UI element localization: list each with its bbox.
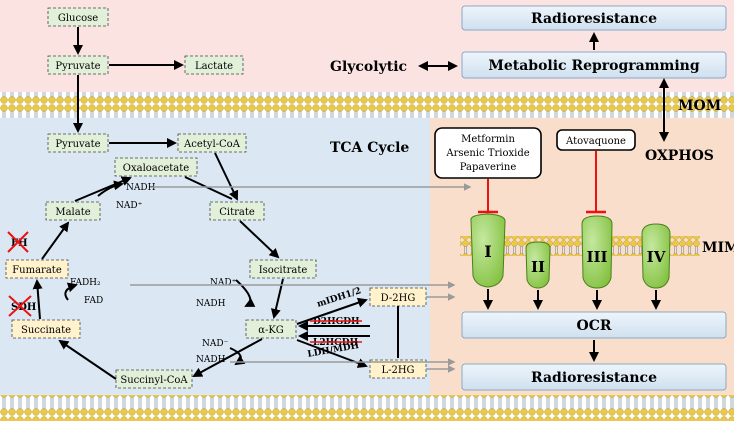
acetyl-coa-box (177, 133, 247, 153)
nad-nadh-curve-top (97, 180, 124, 197)
metabolic-reprogramming-box (461, 51, 727, 79)
oxaloacetate-label: Oxaloacetate (123, 163, 189, 174)
drug-box-complex-i (434, 127, 542, 179)
complex-i-label: I (484, 242, 491, 261)
isocitrate-box (249, 259, 317, 279)
ocr-label: OCR (577, 318, 612, 334)
drug-box-complex-iii (556, 129, 636, 151)
arrow-akg-succinylcoa (192, 338, 263, 377)
acetyl-coa-label: Acetyl-CoA (183, 139, 241, 150)
succinyl-coa-box (115, 369, 193, 389)
oxaloacetate-box (114, 157, 198, 177)
complex-iv (641, 223, 671, 289)
line-oxaloacetate-citrate (184, 176, 233, 200)
mim-label: MIM (702, 240, 734, 256)
nad-nadh-curve-isocitrate (235, 279, 256, 307)
lactate-box (184, 55, 244, 75)
tca-cycle-label: TCA Cycle (330, 140, 409, 156)
lactate-label: Lactate (195, 61, 233, 72)
complex-ii-label: II (531, 258, 545, 276)
metabolic-reprogramming-label: Metabolic Reprogramming (488, 58, 700, 74)
pyruvate-mito-box (47, 133, 109, 153)
bottom-membrane (0, 395, 734, 421)
outer-membrane (0, 92, 734, 118)
complex-i (470, 213, 506, 288)
fad-label: FAD (84, 296, 103, 306)
nadh-akg-label: NADH (196, 355, 226, 365)
fumarate-label: Fumarate (12, 265, 62, 276)
l2hg-label: L-2HG (381, 365, 414, 376)
arrow-acetylcoa-citrate (214, 152, 239, 201)
d2hgdh-label: D2HGDH (313, 317, 360, 327)
citrate-label: Citrate (219, 207, 255, 218)
akg-label: α-KG (258, 325, 284, 336)
mom-label: MOM (678, 98, 721, 114)
d2hg-label: D-2HG (381, 293, 416, 304)
sdh-cross-b (8, 295, 32, 317)
arrow-succinylcoa-succinate (58, 339, 117, 380)
radioresistance-top-label: Radioresistance (531, 11, 657, 27)
succinate-box (11, 319, 81, 339)
citrate-box (209, 201, 265, 221)
complex-iii-label: III (586, 248, 607, 266)
nadh-iso-label: NADH (196, 299, 226, 309)
arrow-fumarate-malate (41, 221, 70, 260)
drug-atovaquone: Atovaquone (565, 136, 626, 147)
radioresistance-bottom-box (461, 363, 727, 391)
arrow-citrate-isocitrate (239, 220, 280, 259)
nad-top-label: NAD⁺ (116, 201, 143, 211)
succinate-label: Succinate (21, 325, 71, 336)
complex-ii (525, 241, 551, 289)
malate-box (45, 201, 101, 221)
arrow-akg-d2hg (296, 297, 368, 325)
arrow-succinate-fumarate (32, 279, 43, 320)
pyruvate-mito-label: Pyruvate (55, 139, 100, 150)
fadh2-label: FADH₂ (70, 278, 101, 288)
isocitrate-label: Isocitrate (259, 265, 308, 276)
drug-arsenic-trioxide: Arsenic Trioxide (445, 148, 529, 159)
drug-metformin: Metformin (461, 134, 515, 145)
pyruvate-top-label: Pyruvate (55, 61, 100, 72)
akg-box (245, 319, 297, 339)
fumarate-box (5, 259, 69, 279)
glucose-box (47, 7, 109, 27)
fh-cross-b (7, 231, 29, 253)
nad-akg-label: NAD⁻ (202, 339, 229, 349)
sdh-label: SDH (11, 302, 36, 313)
radioresistance-top-box (461, 5, 727, 31)
l2hgdh-label: L2HGDH (313, 338, 359, 348)
complex-iii (581, 215, 613, 289)
nad-iso-label: NAD⁺ (210, 278, 237, 288)
malate-label: Malate (55, 207, 90, 218)
drug-papaverine: Papaverine (460, 162, 517, 173)
inner-membrane (460, 236, 700, 256)
nadh-top-label: NADH (126, 183, 156, 193)
radioresistance-bottom-label: Radioresistance (531, 370, 657, 386)
complex-iv-label: IV (647, 248, 666, 266)
glucose-label: Glucose (58, 13, 98, 24)
fad-fadh2-curve (64, 282, 78, 301)
pyruvate-top-box (47, 55, 109, 75)
succinyl-coa-label: Succinyl-CoA (120, 375, 188, 386)
ocr-box (461, 311, 727, 339)
matrix-region (0, 118, 430, 395)
glycolytic-label: Glycolytic (330, 59, 407, 75)
oxphos-label: OXPHOS (645, 148, 714, 164)
